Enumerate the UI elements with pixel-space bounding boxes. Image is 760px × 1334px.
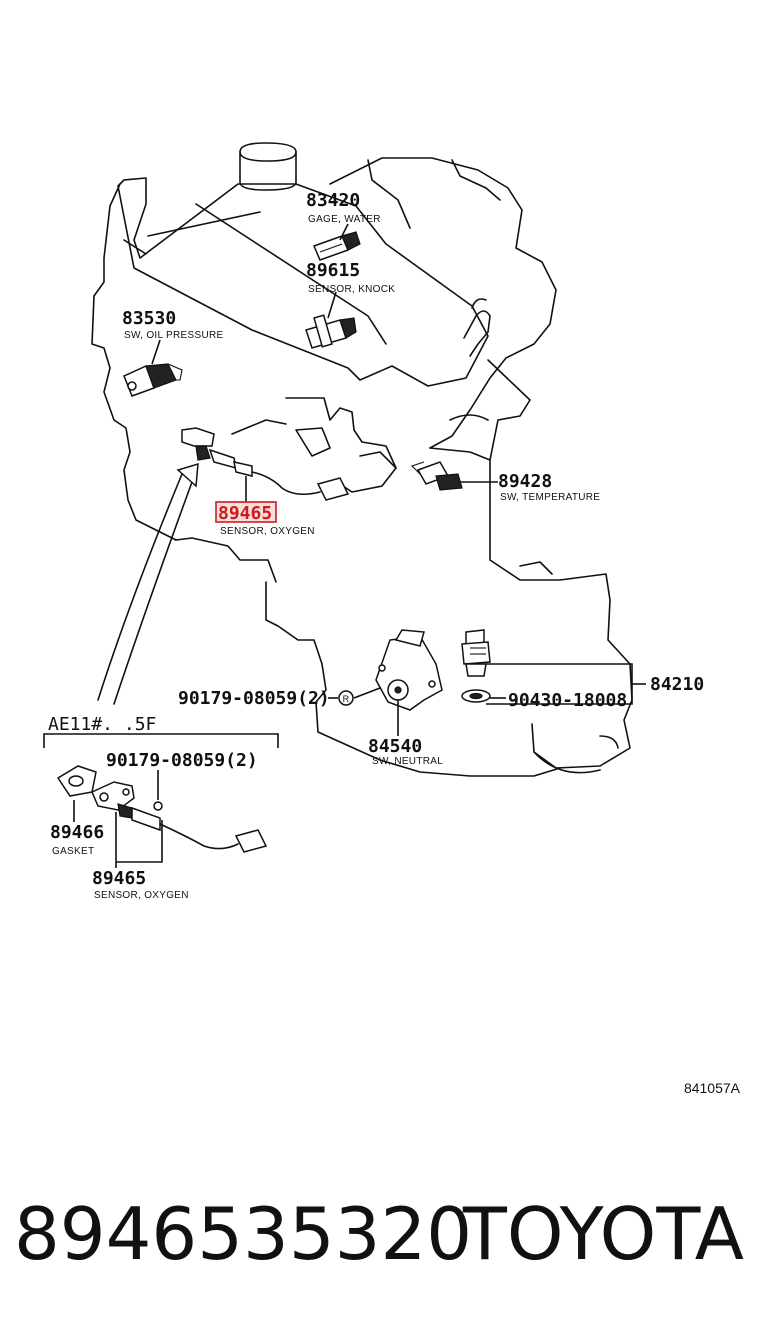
part-name-gage-water: GAGE, WATER xyxy=(308,214,381,225)
r-circle-symbol xyxy=(338,690,354,706)
inset-arrow xyxy=(97,462,199,705)
neutral-switch-part xyxy=(375,629,443,711)
part-name-sw-oil-pressure: SW, OIL PRESSURE xyxy=(124,330,223,341)
part-number-90179-08059[interactable]: 90179-08059(2) xyxy=(178,688,330,709)
footer: 8946535320 TOYOTA xyxy=(14,1188,746,1280)
switch-84210-part xyxy=(461,629,491,703)
drawing-reference-code: 841057A xyxy=(683,1080,740,1096)
inset-part-number-90179-08059[interactable]: 90179-08059(2) xyxy=(106,750,258,771)
part-number-89465-highlighted[interactable]: 89465 xyxy=(218,503,272,524)
inset-panel: AE11#. .5F 90179-08059(2) 89466 GASKET 8… xyxy=(43,714,279,901)
r-circle-letter: R xyxy=(343,694,350,704)
part-number-90430-18008[interactable]: 90430-18008 xyxy=(508,690,627,711)
part-number-83420[interactable]: 83420 xyxy=(306,190,360,211)
sw-temperature-part xyxy=(410,461,463,491)
part-name-sensor-knock: SENSOR, KNOCK xyxy=(308,284,395,295)
part-number-84210[interactable]: 84210 xyxy=(650,674,704,695)
sw-oil-pressure-part xyxy=(123,363,183,397)
inset-title: AE11#. .5F xyxy=(48,714,156,735)
inset-oxygen-sensor-part xyxy=(91,781,268,853)
part-number-84540[interactable]: 84540 xyxy=(368,736,422,757)
sensor-oxygen-part xyxy=(181,427,350,501)
inset-part-name-gasket: GASKET xyxy=(52,846,94,857)
part-number-89615[interactable]: 89615 xyxy=(306,260,360,281)
leader-lines xyxy=(151,223,646,736)
footer-brand: TOYOTA xyxy=(462,1192,744,1276)
gasket-part xyxy=(56,765,97,797)
engine-drawing xyxy=(91,142,633,777)
part-name-sw-neutral: SW, NEUTRAL xyxy=(372,756,443,767)
part-name-sw-temperature: SW, TEMPERATURE xyxy=(500,492,600,503)
footer-part-number: 8946535320 xyxy=(14,1192,473,1276)
inset-part-name-sensor-oxygen: SENSOR, OXYGEN xyxy=(94,890,189,901)
part-number-83530[interactable]: 83530 xyxy=(122,308,176,329)
inset-part-number-89465[interactable]: 89465 xyxy=(92,868,146,889)
inset-part-number-89466[interactable]: 89466 xyxy=(50,822,104,843)
part-name-sensor-oxygen: SENSOR, OXYGEN xyxy=(220,526,315,537)
sensor-knock-part xyxy=(305,314,357,349)
highlight-box-89465 xyxy=(215,501,277,523)
gage-water-part xyxy=(312,231,361,261)
part-number-89428[interactable]: 89428 xyxy=(498,471,552,492)
